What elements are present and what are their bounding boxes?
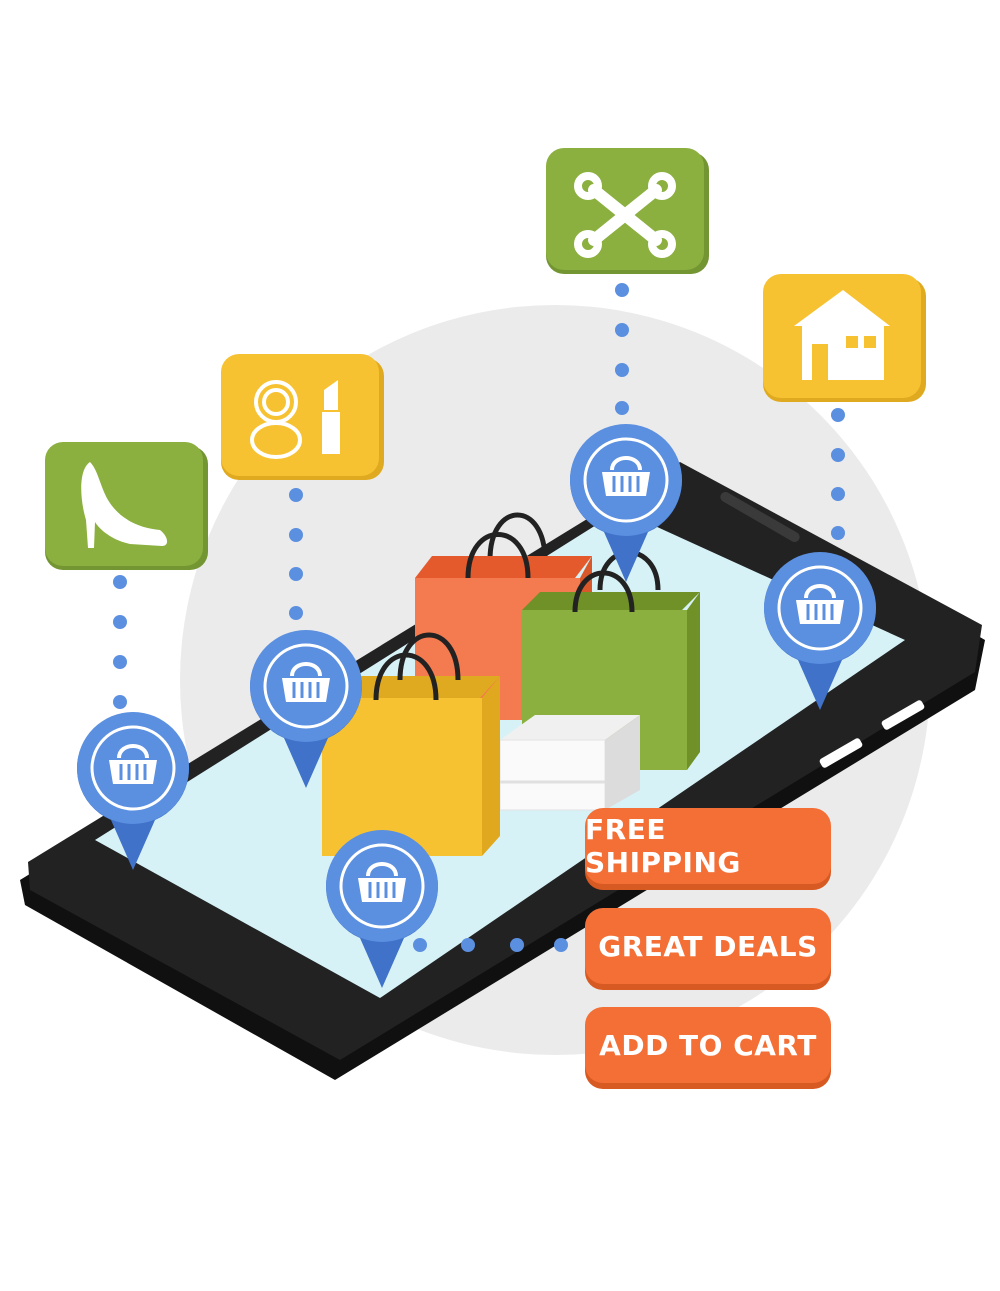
shopping-bags (322, 512, 700, 856)
great-deals-tag[interactable]: GREAT DEALS (585, 908, 831, 984)
dotted-connectors (113, 283, 845, 952)
high-heel-shoe-icon (81, 462, 168, 548)
free-shipping-tag[interactable]: FREE SHIPPING (585, 808, 831, 884)
phone-side-button (881, 700, 925, 730)
category-box-tools (546, 148, 709, 274)
house-icon (794, 290, 890, 380)
add-to-cart-tag[interactable]: ADD TO CART (585, 1007, 831, 1083)
phone-side-button (819, 738, 863, 768)
phone-speaker (720, 492, 800, 542)
category-box-shoes (45, 442, 208, 570)
makeup-compact-lipstick-icon (250, 380, 340, 459)
wrench-tools-icon (574, 172, 676, 258)
shopping-bag-yellow (322, 632, 500, 856)
great-deals-label: GREAT DEALS (598, 929, 818, 963)
gift-box-white (499, 715, 640, 811)
category-box-home (763, 274, 926, 402)
free-shipping-label: FREE SHIPPING (585, 813, 741, 879)
category-box-beauty (221, 354, 384, 480)
add-to-cart-label: ADD TO CART (599, 1028, 817, 1062)
